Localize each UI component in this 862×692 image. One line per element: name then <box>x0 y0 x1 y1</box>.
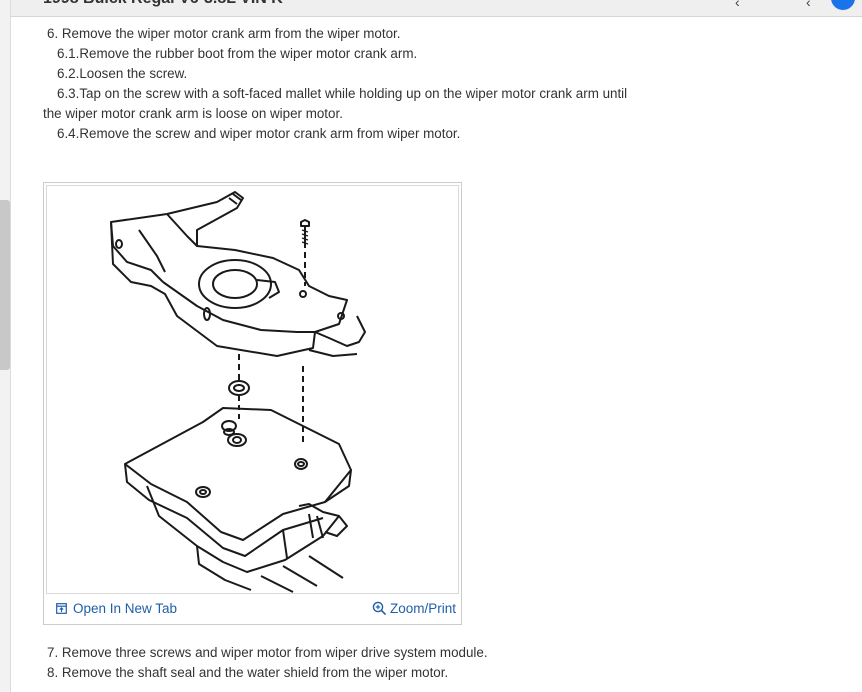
wiper-motor-diagram <box>46 185 459 594</box>
left-scrollbar[interactable] <box>0 0 11 692</box>
zoom-print-link[interactable]: Zoom/Print <box>372 601 456 616</box>
step-6-3: 6.3.Tap on the screw with a soft-faced m… <box>57 86 628 101</box>
zoom-print-label: Zoom/Print <box>389 601 456 616</box>
user-avatar-button[interactable] <box>831 0 855 10</box>
step-6-2: 6.2.Loosen the screw. <box>57 66 188 81</box>
step-6: 6. Remove the wiper motor crank arm from… <box>47 26 401 41</box>
step-7: 7. Remove three screws and wiper motor f… <box>47 645 488 660</box>
document-title: 1998 Buick Regal V6-3.8L VIN K <box>43 0 283 8</box>
step-8: 8. Remove the shaft seal and the water s… <box>47 665 449 680</box>
step-6-1: 6.1.Remove the rubber boot from the wipe… <box>57 46 418 61</box>
open-in-new-tab-label: Open In New Tab <box>73 601 178 616</box>
document-header: 1998 Buick Regal V6-3.8L VIN K ‹ ‹ <box>11 0 862 17</box>
scrollbar-thumb[interactable] <box>0 200 10 370</box>
zoom-magnifier-icon <box>372 601 387 616</box>
instruction-steps: 6. Remove the wiper motor crank arm from… <box>43 24 843 144</box>
figure-actions: Open In New Tab Zoom/Print <box>44 595 461 624</box>
open-in-new-tab-icon <box>56 603 67 614</box>
chevron-icon[interactable]: ‹ <box>806 0 811 10</box>
open-in-new-tab-link[interactable]: Open In New Tab <box>56 601 177 616</box>
wiper-motor-illustration <box>110 191 366 593</box>
chevron-icon[interactable]: ‹ <box>735 0 740 10</box>
figure-container: Open In New Tab Zoom/Print <box>43 182 462 625</box>
step-6-3-continued: the wiper motor crank arm is loose on wi… <box>43 106 343 121</box>
step-6-4: 6.4.Remove the screw and wiper motor cra… <box>57 126 461 141</box>
later-steps: 7. Remove three screws and wiper motor f… <box>43 643 843 683</box>
